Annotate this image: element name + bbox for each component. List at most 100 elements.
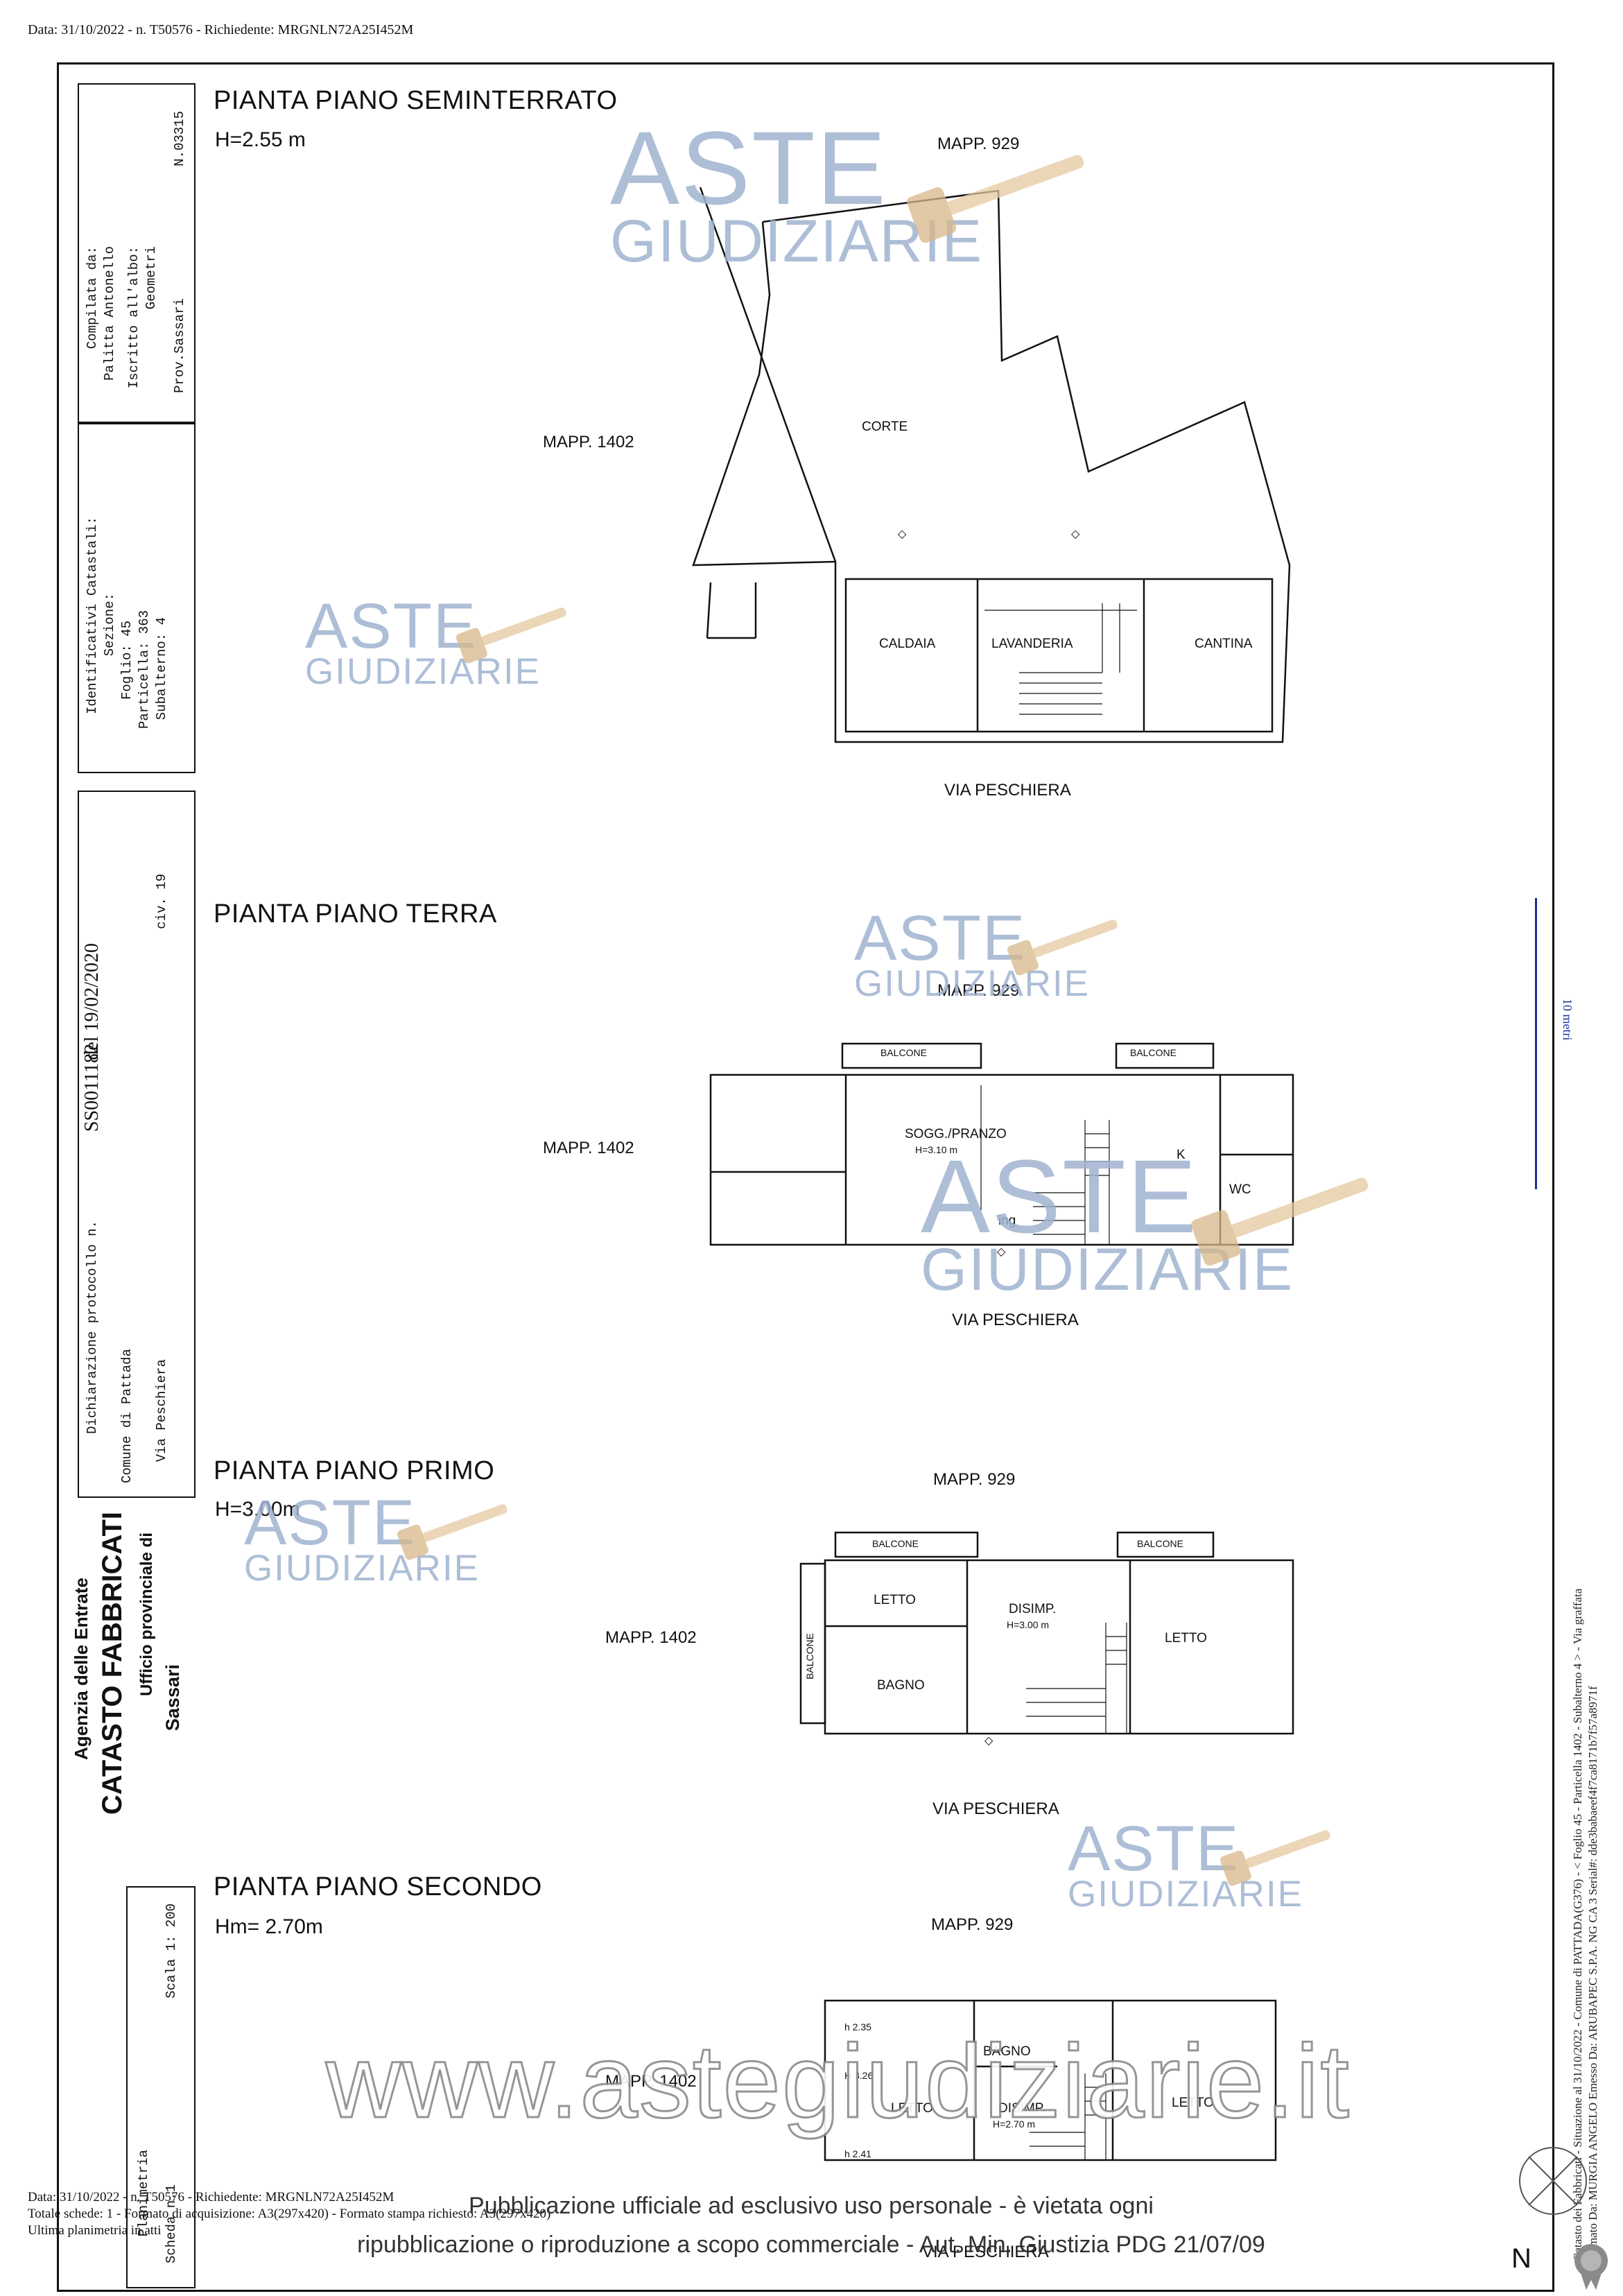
- street-label: VIA PESCHIERA: [932, 1799, 1059, 1818]
- protocol-date: del 19/02/2020: [81, 943, 103, 1060]
- room-cantina: CANTINA: [1195, 637, 1253, 651]
- sidebar-protocol-box: [78, 791, 196, 1498]
- balcone-label: BALCONE: [880, 1047, 927, 1058]
- north-letter: N: [1511, 2243, 1531, 2274]
- room-disimpegno: DISIMP.: [1009, 1602, 1057, 1616]
- floor-height: H=2.55 m: [215, 128, 306, 151]
- header-line: Data: 31/10/2022 - n. T50576 - Richieden…: [28, 22, 414, 37]
- street-label: VIA PESCHIERA: [922, 2243, 1049, 2261]
- room-bagno: BAGNO: [877, 1678, 925, 1693]
- gavel-icon: [455, 607, 566, 664]
- floor-plan-primo: ◇: [799, 1531, 1294, 1747]
- room-height: h 2.41: [844, 2148, 871, 2159]
- footer-line: Data: 31/10/2022 - n. T50576 - Richieden…: [28, 2190, 394, 2204]
- stairs-secondo: [1030, 2073, 1106, 2160]
- mapp-west: MAPP. 1402: [605, 2072, 697, 2091]
- balcone-label: BALCONE: [1130, 1047, 1177, 1058]
- room-height: h 2.35: [844, 2021, 871, 2032]
- ufficio-sassari: Sassari: [162, 1664, 183, 1732]
- room-letto: LETTO: [1165, 1631, 1207, 1646]
- floor-title: PIANTA PIANO SECONDO: [214, 1872, 542, 1901]
- province: Prov.Sassari: [172, 298, 187, 393]
- publication-notice: ripubblicazione o riproduzione a scopo c…: [357, 2232, 1265, 2258]
- compiler-title: Compilata da:: [85, 246, 100, 349]
- watermark-logo: ASTE GIUDIZIARIE: [1068, 1813, 1304, 1915]
- comune: Comune di Pattada: [119, 1349, 134, 1483]
- ufficio-label: Ufficio provinciale di: [137, 1533, 156, 1697]
- sidebar-scale-box: [126, 1886, 196, 2288]
- agency-name: Agenzia delle Entrate: [71, 1578, 92, 1760]
- scale-bar-label: 10 metri: [1561, 999, 1574, 1041]
- civico: civ. 19: [154, 874, 169, 929]
- ident-sezione: Sezione:: [102, 593, 117, 657]
- room-disimpegno: DISIMP.: [998, 2101, 1046, 2116]
- ident-particella: Particella: 363: [137, 610, 152, 730]
- sidebar-compiler-box: [78, 83, 196, 423]
- gavel-icon: [907, 155, 1084, 243]
- room-height: H=3.10 m: [915, 1144, 958, 1155]
- room-letto: LETTO: [891, 2101, 933, 2116]
- room-height: H 3.26: [844, 2070, 874, 2081]
- margin-cadastre-note: Catasto dei Fabbricati - Situazione al 3…: [1571, 1588, 1584, 2261]
- gavel-icon: [1220, 1830, 1330, 1886]
- via: Via Peschiera: [154, 1359, 169, 1462]
- room-letto: LETTO: [1172, 2096, 1214, 2110]
- room-kitchen: K: [1177, 1148, 1186, 1162]
- mapp-north: MAPP. 929: [937, 981, 1020, 1000]
- room-height: H=3.00 m: [1007, 1619, 1050, 1630]
- room-wc: WC: [1229, 1182, 1251, 1197]
- watermark-logo: ASTE GIUDIZIARIE: [610, 110, 984, 275]
- room-lavanderia: LAVANDERIA: [991, 637, 1073, 651]
- albo-number: N.03315: [172, 111, 187, 166]
- footer-line: Ultima planimetria in atti: [28, 2223, 162, 2238]
- mapp-west: MAPP. 1402: [543, 433, 634, 451]
- gavel-icon: [397, 1504, 507, 1560]
- mapp-north: MAPP. 929: [933, 1470, 1016, 1489]
- room-height: H=2.70 m: [993, 2118, 1036, 2130]
- svg-text:◇: ◇: [997, 1246, 1006, 1258]
- watermark-logo: ASTE GIUDIZIARIE: [854, 903, 1091, 1004]
- watermark-logo: ASTE GIUDIZIARIE: [921, 1138, 1294, 1303]
- stairs-primo: [1026, 1623, 1127, 1734]
- watermark-logo: ASTE GIUDIZIARIE: [244, 1487, 480, 1589]
- balcone-label: BALCONE: [1137, 1538, 1183, 1549]
- gavel-icon: [1191, 1177, 1369, 1266]
- margin-signature-note: Firmato Da: MURGIA ANGELO Emesso Da: ARU…: [1586, 1686, 1599, 2261]
- publication-notice: Pubblicazione ufficiale ad esclusivo uso…: [469, 2193, 1154, 2219]
- svg-text:◇: ◇: [898, 528, 907, 540]
- protocol-label: Dichiarazione protocollo n.: [85, 1220, 100, 1434]
- room-caldaia: CALDAIA: [879, 637, 936, 651]
- svg-text:◇: ◇: [1071, 528, 1080, 540]
- floor-plan-secondo: [824, 1999, 1277, 2161]
- room-bagno: BAGNO: [983, 2044, 1031, 2059]
- ident-foglio: Foglio: 45: [119, 621, 134, 700]
- room-corte: CORTE: [862, 420, 908, 434]
- street-label: VIA PESCHIERA: [952, 1311, 1079, 1329]
- gavel-icon: [1007, 920, 1118, 976]
- floor-title: PIANTA PIANO SEMINTERRATO: [214, 86, 618, 115]
- stairs-seminterrato: [1019, 603, 1120, 715]
- floor-height: Hm= 2.70m: [215, 1915, 323, 1938]
- albo-label: Iscritto all'albo:: [126, 246, 141, 389]
- website-watermark: www.astegiudiziarie.it: [325, 2022, 1351, 2141]
- stairs-terra: [1033, 1120, 1110, 1245]
- svg-text:◇: ◇: [984, 1735, 993, 1747]
- page-frame: [57, 62, 1554, 2292]
- watermark-logo: ASTE GIUDIZIARIE: [305, 591, 541, 692]
- room-ingresso: ing: [998, 1214, 1016, 1228]
- compass-icon: [1519, 2147, 1587, 2215]
- mapp-north: MAPP. 929: [937, 135, 1020, 153]
- ident-subalterno: Subalterno: 4: [154, 617, 169, 720]
- floor-title: PIANTA PIANO PRIMO: [214, 1456, 495, 1485]
- sidebar-ident-box: [78, 423, 196, 773]
- street-label: VIA PESCHIERA: [944, 781, 1071, 800]
- albo-value: Geometri: [144, 246, 159, 310]
- mapp-west: MAPP. 1402: [543, 1139, 634, 1157]
- scala-label: Scala 1: 200: [164, 1904, 179, 1999]
- balcone-label: BALCONE: [804, 1633, 815, 1680]
- footer-line: Totale schede: 1 - Formato di acquisizio…: [28, 2207, 551, 2221]
- scale-bar: [1535, 898, 1537, 1189]
- seal-icon: [1574, 2244, 1608, 2290]
- catasto-title: CATASTO FABBRICATI: [97, 1512, 128, 1815]
- mapp-north: MAPP. 929: [931, 1915, 1014, 1934]
